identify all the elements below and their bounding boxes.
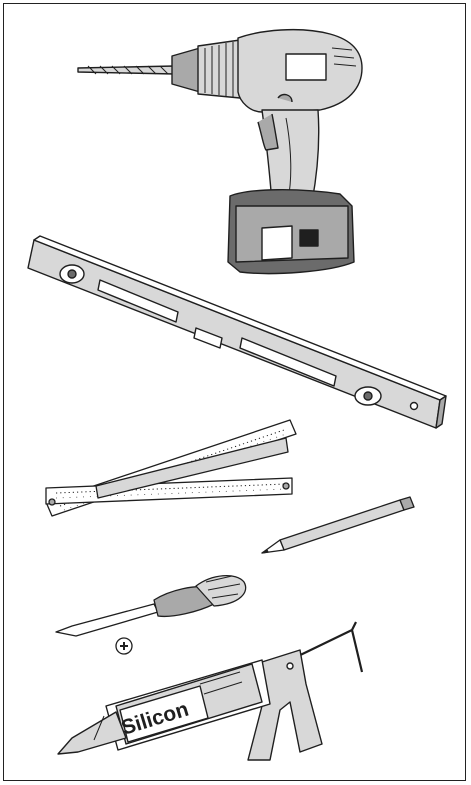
level-vial-right — [354, 386, 382, 406]
level-icon — [27, 235, 447, 429]
drill-bit — [77, 65, 176, 75]
caulk-gun-rod — [289, 621, 364, 673]
caulk-gun-icon: Silicon — [57, 621, 364, 761]
level-slot-left — [97, 279, 179, 323]
phillips-screw-head-icon — [115, 637, 133, 655]
screwdriver-shaft — [55, 603, 159, 637]
drill-chuck — [171, 47, 201, 93]
caulk-gun-handle — [247, 649, 323, 761]
pencil-icon — [261, 496, 415, 554]
drill-icon — [77, 28, 363, 275]
ruler-segment-lower — [45, 477, 293, 505]
screwdriver-icon — [55, 575, 247, 655]
drill-trigger — [257, 113, 279, 151]
ruler-segment-back — [95, 437, 289, 499]
pencil-eraser — [399, 496, 415, 511]
level-hang-hole — [409, 401, 419, 411]
level-vial-center — [193, 327, 223, 349]
ruler-icon — [45, 419, 297, 517]
caulk-nozzle — [57, 711, 127, 755]
ruler-hinge — [48, 498, 56, 506]
level-slot-right — [239, 337, 337, 387]
screwdriver-handle — [195, 575, 247, 607]
level-vial-left — [59, 264, 85, 284]
